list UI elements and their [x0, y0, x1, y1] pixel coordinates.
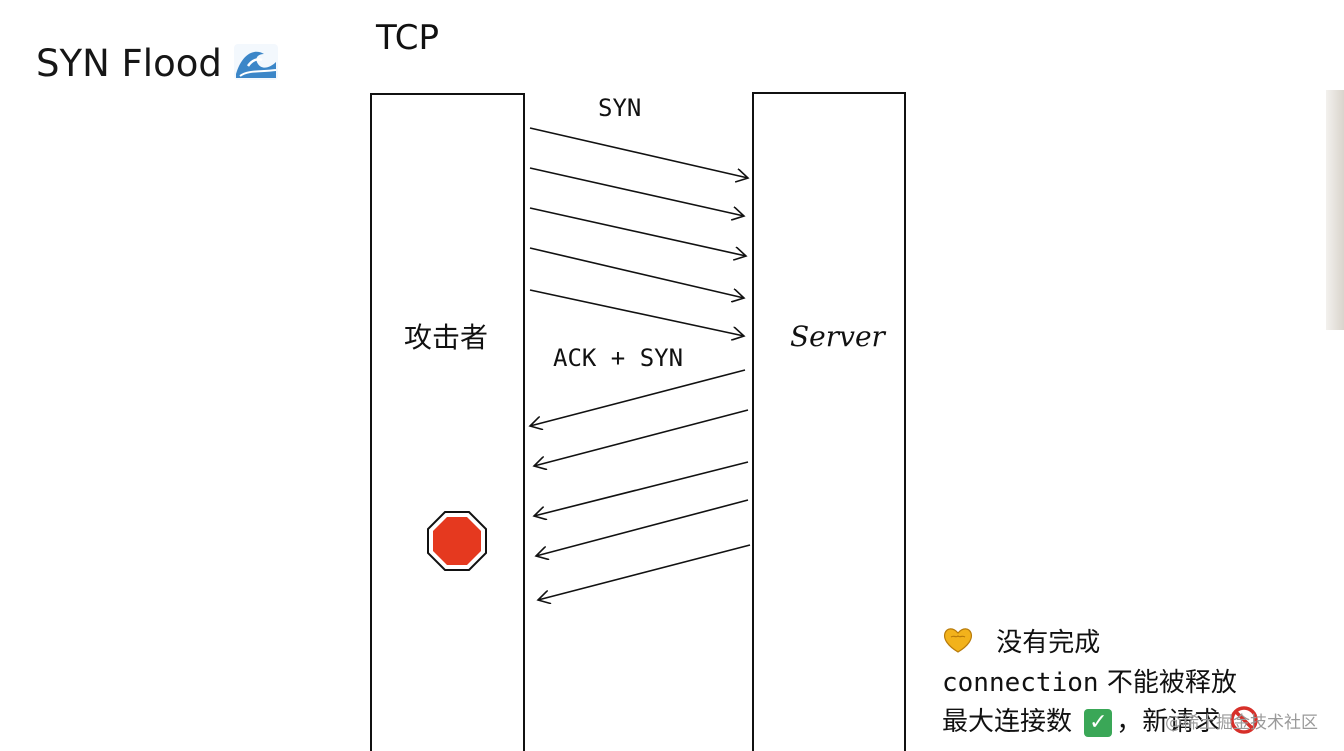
attacker-box [370, 93, 525, 751]
wave-icon [233, 44, 278, 80]
syn-arrows [529, 127, 748, 336]
ack-syn-arrow [538, 544, 751, 600]
protocol-label: TCP [376, 18, 440, 58]
note-line-2: connection 不能被释放 [942, 662, 1237, 699]
note-line-1: 没有完成 [942, 622, 1100, 659]
server-box [752, 92, 906, 751]
syn-arrow [529, 207, 746, 256]
syn-label: SYN [598, 94, 642, 122]
slide-title: SYN Flood [36, 42, 278, 85]
syn-arrow [529, 289, 744, 336]
ack-syn-arrow [530, 369, 746, 426]
ack-syn-arrow [534, 409, 749, 466]
slide-title-text: SYN Flood [36, 42, 222, 85]
heart-hands-icon [943, 628, 973, 653]
ack-syn-arrows [530, 369, 751, 600]
note-line-3: 最大连接数 ✓，新请求 [942, 701, 1259, 738]
ack-syn-label: ACK + SYN [553, 344, 684, 372]
syn-arrow [529, 167, 744, 216]
syn-arrow [529, 247, 744, 298]
server-label: Server [790, 320, 885, 353]
attacker-label: 攻击者 [404, 321, 489, 354]
note-line-3-text: 最大连接数 [942, 707, 1073, 737]
note-code-connection: connection [942, 668, 1099, 698]
note-line-1-text: 没有完成 [996, 628, 1101, 658]
note-line-2-text: 不能被释放 [1106, 668, 1237, 698]
prohibited-icon [1229, 706, 1258, 734]
note-line-3-suffix: ，新请求 [1116, 707, 1221, 737]
edge-strip [1326, 90, 1344, 330]
ack-syn-arrow [534, 461, 749, 516]
syn-arrow [529, 127, 748, 178]
stop-sign-icon [427, 511, 487, 571]
check-mark-icon: ✓ [1084, 708, 1113, 737]
ack-syn-arrow [536, 499, 749, 556]
watermark: @稀土掘金技术社区 [1165, 713, 1318, 733]
